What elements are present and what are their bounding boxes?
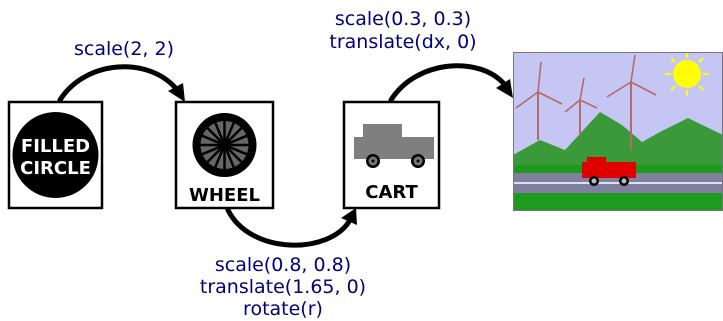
transform-label-2-line2: translate(1.65, 0)	[200, 276, 366, 298]
sun-icon	[665, 52, 709, 96]
filled-circle-label-line2: CIRCLE	[20, 158, 91, 179]
wheel-icon	[192, 113, 257, 177]
filled-circle-stage: FILLED CIRCLE	[7, 100, 104, 210]
transform-label-3-line2: translate(dx, 0)	[329, 31, 476, 53]
windmill-icon	[564, 77, 598, 136]
transform-label-1-line1: scale(2, 2)	[74, 38, 174, 60]
filled-circle-label-line1: FILLED	[21, 136, 90, 157]
windmill-icon	[515, 61, 563, 140]
arrow-circle-to-wheel	[57, 64, 185, 103]
transform-label-2-line3: rotate(r)	[243, 298, 323, 320]
transform-label-2-line1: scale(0.8, 0.8)	[215, 254, 351, 276]
wheel-stage: WHEEL	[174, 100, 275, 210]
mountains	[513, 112, 723, 172]
transform-label-3-line1: scale(0.3, 0.3)	[335, 8, 471, 30]
cart-stage: CART	[342, 100, 441, 210]
arrow-cart-to-scene	[388, 63, 513, 103]
windmill-icon	[606, 54, 657, 150]
filled-circle-icon	[12, 112, 99, 198]
arrow-wheel-to-cart	[225, 207, 357, 248]
scene-image	[513, 52, 723, 211]
cart-label: CART	[365, 182, 418, 203]
cart-icon	[354, 124, 434, 168]
truck-icon	[582, 157, 636, 186]
wheel-label: WHEEL	[189, 185, 260, 206]
